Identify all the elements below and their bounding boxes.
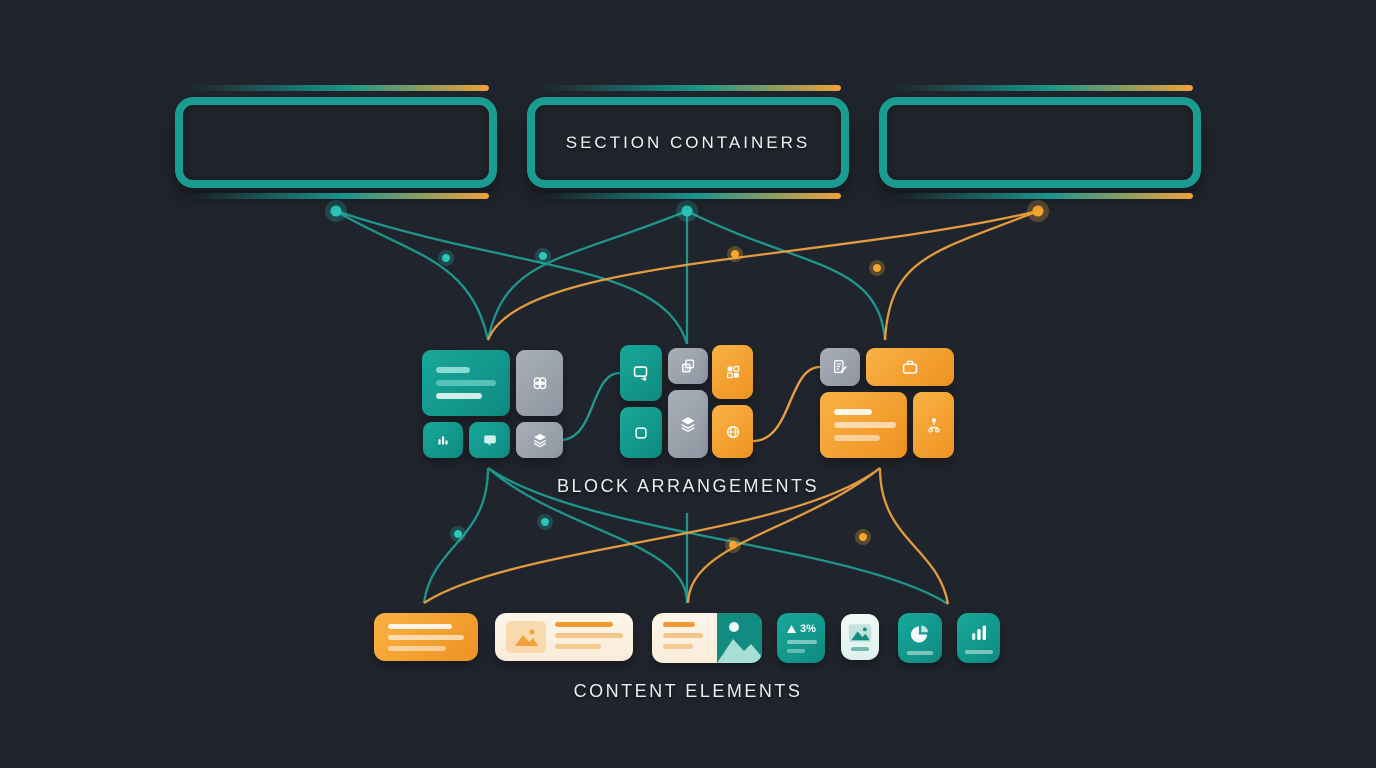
pie-chart-icon [911, 625, 928, 642]
frame-icon [635, 426, 647, 439]
briefcase-icon [902, 360, 918, 374]
block-browser-sync [620, 345, 662, 401]
content-elements-label: CONTENT ELEMENTS [573, 681, 803, 701]
content-text-image-card [652, 613, 762, 663]
browser-sync-icon [633, 366, 648, 382]
block-chat [469, 422, 510, 458]
trend-up-icon [787, 625, 796, 633]
content-image-card [841, 614, 879, 660]
stat-value: 3% [800, 623, 816, 635]
block-brain [516, 350, 563, 416]
block-layers [516, 422, 563, 458]
image-icon [717, 622, 762, 663]
bar-chart-icon [438, 436, 448, 445]
accent-bar [189, 85, 489, 91]
block-copy [668, 348, 708, 384]
grid-icon [726, 366, 739, 379]
content-image-text-card [495, 613, 633, 661]
bar-chart-icon [971, 625, 986, 640]
block-grid [712, 345, 753, 399]
section-container-left [175, 85, 497, 201]
image-icon [848, 624, 872, 642]
content-text-card [374, 613, 478, 661]
accent-bar [893, 85, 1193, 91]
image-placeholder [506, 621, 546, 653]
container-outline [175, 97, 497, 188]
doc-edit-icon [833, 360, 847, 374]
section-containers-label: SECTION CONTAINERS [565, 132, 811, 152]
layers-icon [681, 417, 695, 433]
section-container-center: SECTION CONTAINERS [527, 85, 849, 201]
block-layers [668, 390, 708, 458]
content-bar-card [957, 613, 1000, 663]
content-pie-card [898, 613, 942, 663]
accent-bar [541, 85, 841, 91]
copy-icon [681, 359, 695, 373]
globe-icon [726, 425, 739, 438]
layers-icon [533, 433, 546, 448]
block-chart [423, 422, 463, 458]
content-stat-card: 3% [777, 613, 825, 663]
accent-bar [893, 193, 1193, 199]
block-org-chart [913, 392, 954, 458]
text-lines [820, 409, 907, 441]
block-doc-edit [820, 348, 860, 386]
text-lines [422, 367, 510, 399]
block-arrangements-label: BLOCK ARRANGEMENTS [556, 476, 820, 496]
section-container-right [879, 85, 1201, 201]
block-text-card [422, 350, 510, 416]
text-lines [374, 623, 478, 651]
block-globe [712, 405, 753, 458]
org-chart-icon [927, 418, 940, 433]
image-icon [515, 629, 538, 646]
chat-icon [483, 435, 496, 446]
block-briefcase [866, 348, 954, 386]
accent-bar [189, 193, 489, 199]
text-lines [555, 622, 623, 649]
block-frame [620, 407, 662, 458]
accent-bar [541, 193, 841, 199]
container-outline: SECTION CONTAINERS [527, 97, 849, 188]
image-placeholder [717, 613, 762, 663]
node-dots [325, 200, 1049, 553]
text-lines [663, 622, 703, 649]
block-text-card [820, 392, 907, 458]
brain-icon [533, 377, 546, 390]
container-outline [879, 97, 1201, 188]
